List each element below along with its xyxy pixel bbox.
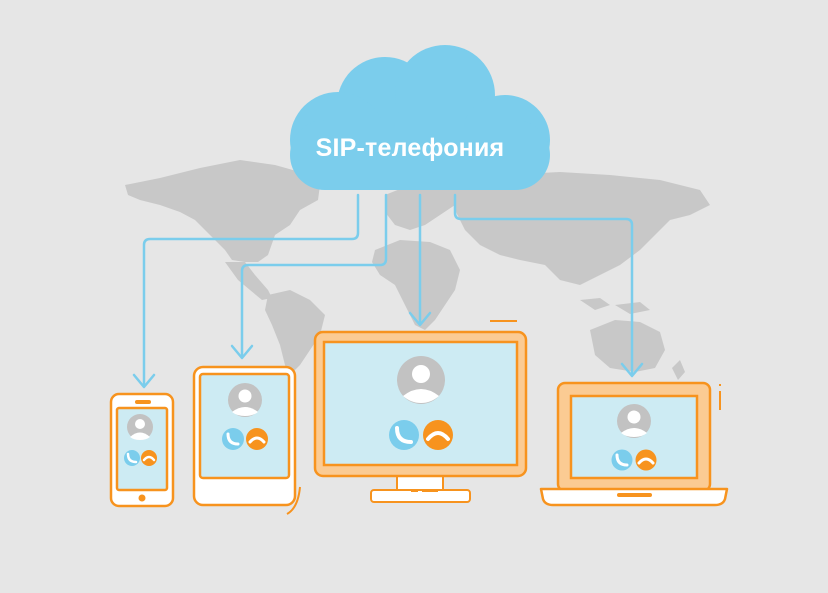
connector-smartphone [142, 193, 360, 387]
decline-call-icon [141, 450, 157, 466]
desktop-monitor [313, 320, 528, 503]
cloud [290, 45, 550, 190]
world-map [125, 158, 710, 380]
user-avatar-icon [127, 414, 153, 440]
connectors [132, 193, 644, 389]
arrow-head-laptop [620, 362, 644, 378]
accept-call-icon [222, 428, 244, 450]
cloud-title: SIP-телефония [315, 134, 505, 162]
arrow-head-smartphone [132, 373, 156, 389]
connector-laptop [453, 193, 634, 376]
arrow-head-monitor [408, 311, 432, 327]
accept-call-icon [611, 449, 633, 471]
accept-call-icon [124, 450, 140, 466]
arrow-head-tablet [230, 344, 254, 360]
smartphone [109, 392, 175, 508]
tablet [192, 365, 301, 515]
laptop [539, 381, 729, 507]
decline-call-icon [246, 428, 268, 450]
accept-call-icon [389, 420, 419, 450]
decline-call-icon [423, 420, 453, 450]
user-avatar-icon [228, 383, 262, 417]
decline-call-icon [635, 449, 657, 471]
connector-tablet [240, 193, 388, 358]
user-avatar-icon [397, 356, 445, 404]
user-avatar-icon [617, 404, 651, 438]
